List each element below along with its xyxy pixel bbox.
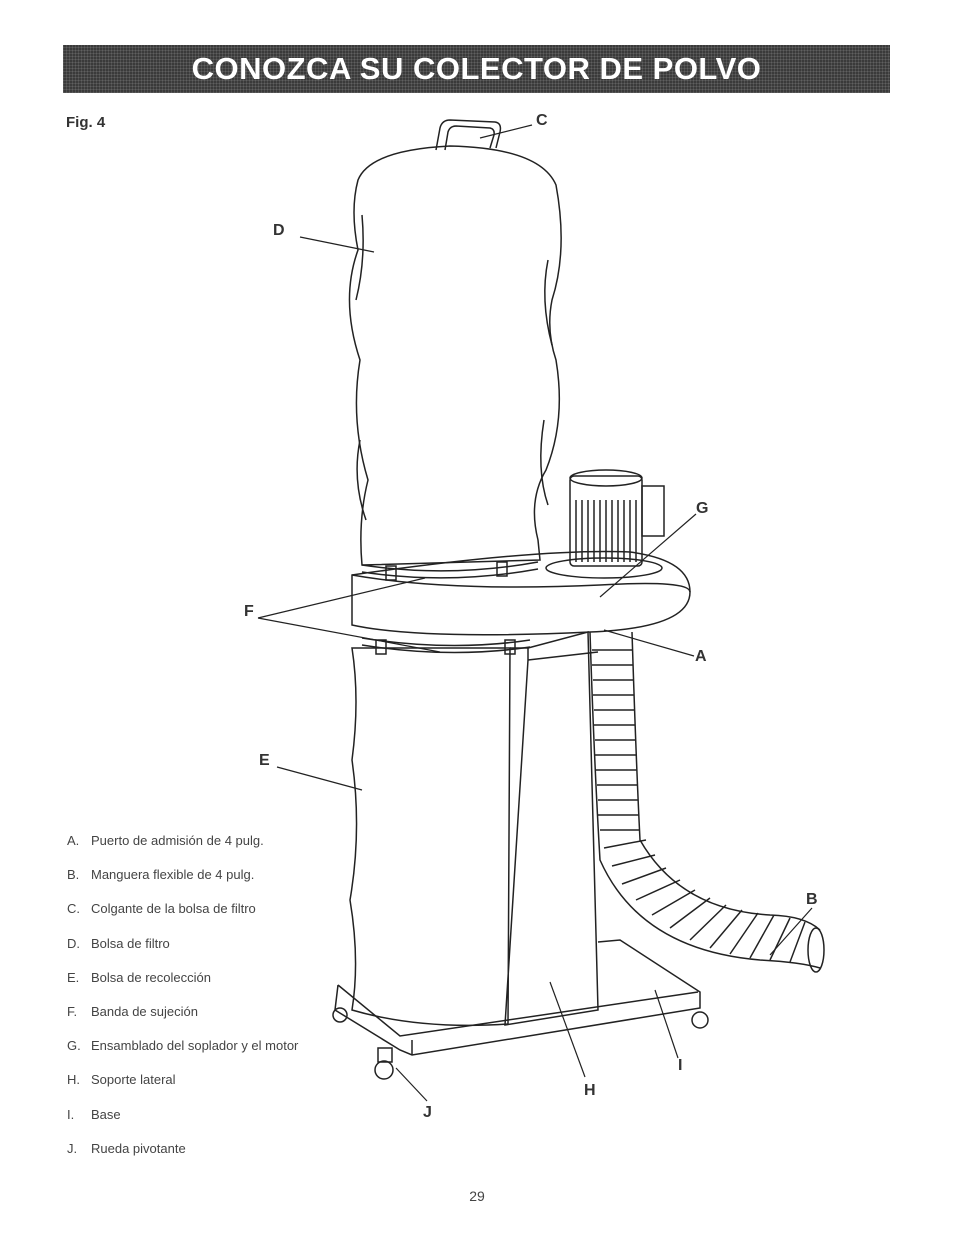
- legend-item: J.Rueda pivotante: [67, 1140, 186, 1156]
- legend-item: G.Ensamblado del soplador y el motor: [67, 1038, 299, 1054]
- flexible-hose: [589, 631, 825, 973]
- callout-b: B: [806, 891, 818, 908]
- legend-item: C.Colgante de la bolsa de filtro: [67, 901, 256, 917]
- section-title: CONOZCA SU COLECTOR DE POLVO: [191, 51, 762, 86]
- figure-label: Fig. 4: [66, 114, 106, 131]
- parts-legend: A.Puerto de admisión de 4 pulg. B.Mangue…: [67, 832, 298, 1174]
- page-number: 29: [469, 1188, 485, 1204]
- callout-e: E: [259, 752, 270, 769]
- blower-housing: [351, 550, 691, 636]
- callout-h: H: [584, 1082, 596, 1099]
- callout-i: I: [678, 1057, 683, 1074]
- section-header: CONOZCA SU COLECTOR DE POLVO: [63, 45, 890, 93]
- swivel-casters: [332, 1007, 709, 1080]
- legend-item: D.Bolsa de filtro: [67, 935, 170, 951]
- callout-g: G: [696, 500, 709, 517]
- callout-j: J: [423, 1104, 432, 1121]
- filter-bag: [348, 145, 562, 566]
- callout-f: F: [244, 603, 254, 620]
- side-support: [504, 631, 599, 1026]
- legend-item: F.Banda de sujeción: [67, 1003, 198, 1019]
- legend-item: H.Soporte lateral: [67, 1072, 176, 1088]
- bag-hanger: [435, 119, 502, 151]
- callout-a: A: [695, 648, 707, 665]
- legend-item: A.Puerto de admisión de 4 pulg.: [67, 833, 264, 848]
- legend-item: E.Bolsa de recolección: [67, 969, 211, 985]
- collection-bag: [349, 647, 511, 1027]
- top-clamp-band: [361, 561, 539, 581]
- bottom-clamp-band: [361, 637, 531, 655]
- legend-item: I.Base: [67, 1106, 121, 1122]
- base-frame: [334, 939, 701, 1056]
- leader-lines: [257, 124, 813, 1102]
- callout-d: D: [273, 222, 285, 239]
- legend-item: B.Manguera flexible de 4 pulg.: [67, 867, 255, 883]
- callout-c: C: [536, 112, 548, 129]
